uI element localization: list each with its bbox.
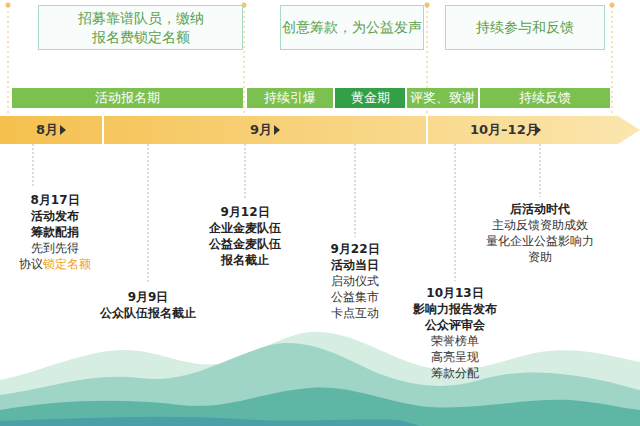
timeline-arrow: 8月 9月 10月–12月 [0, 116, 640, 144]
mountain-back [0, 332, 640, 426]
month-separator [102, 116, 104, 144]
mountain-front [0, 388, 640, 426]
month-separator [426, 116, 428, 144]
milestone-group: 9月12日 企业金麦队伍 公益金麦队伍 报名截止 [203, 204, 287, 268]
phase-divider [611, 6, 612, 116]
phase-band: 活动报名期 [12, 88, 243, 108]
divider-dot [610, 3, 615, 8]
arrow-body [0, 116, 640, 144]
divider-dot [425, 3, 430, 8]
milestone-group: 10月13日 影响力报告发布 公众评审会荣誉榜单 高亮呈现 筹款分配 [410, 285, 500, 381]
milestone-title: 后活动时代 [482, 201, 598, 217]
month-label: 10月–12月 [470, 122, 539, 138]
month-pointer [535, 125, 541, 135]
phase-band: 持续反馈 [480, 88, 610, 108]
phase-band: 评奖、致谢 [407, 88, 478, 108]
phase-goal-box: 招募靠谱队员，缴纳 报名费锁定名额 [38, 5, 243, 50]
month-label: 8月 [36, 122, 58, 138]
goal-text: 创意筹款，为公益发声 [282, 18, 422, 37]
phase-label: 黄金期 [351, 89, 390, 107]
phase-goal-box: 持续参与和反馈 [445, 5, 605, 50]
milestone-title: 9月9日 公众队伍报名截止 [96, 289, 200, 321]
month-pointer [60, 125, 66, 135]
leader-line [355, 144, 356, 237]
month-label: 9月 [250, 122, 272, 138]
leader-line [455, 144, 456, 281]
leader-line [540, 144, 541, 197]
phase-divider [7, 6, 8, 116]
milestone-title: 8月17日 活动发布 筹款配捐 [14, 192, 96, 240]
leader-line [245, 144, 246, 200]
milestone-group: 8月17日 活动发布 筹款配捐先到先得 协议锁定名额 [14, 192, 96, 272]
milestone-group: 后活动时代主动反馈资助成效 量化企业公益影响力 资助 [482, 201, 598, 265]
milestone-note: 启动仪式 公益集市 卡点互动 [331, 274, 379, 320]
mountain-base [0, 417, 420, 426]
phase-label: 评奖、致谢 [410, 89, 475, 107]
divider-dot [6, 3, 11, 8]
goal-text: 招募靠谱队员，缴纳 报名费锁定名额 [70, 9, 212, 47]
phase-band: 黄金期 [335, 88, 405, 108]
milestone-note: 荣誉榜单 高亮呈现 筹款分配 [431, 334, 479, 380]
leader-line [148, 144, 149, 284]
milestone-group: 9月22日 活动当日启动仪式 公益集市 卡点互动 [323, 241, 387, 321]
mountain-mid [0, 343, 640, 426]
arrow-shape [0, 116, 640, 144]
goal-text: 持续参与和反馈 [476, 18, 574, 37]
milestone-title: 9月22日 活动当日 [323, 241, 387, 273]
milestone-group: 9月9日 公众队伍报名截止 [96, 289, 200, 321]
milestone-title: 10月13日 影响力报告发布 公众评审会 [410, 285, 500, 333]
phase-goal-box: 创意筹款，为公益发声 [280, 5, 424, 50]
milestone-note: 锁定名额 [43, 257, 91, 271]
milestone-title: 9月12日 企业金麦队伍 公益金麦队伍 报名截止 [203, 204, 287, 268]
phase-divider [243, 6, 244, 116]
phase-label: 持续反馈 [519, 89, 571, 107]
leader-line [33, 144, 34, 188]
milestone-note: 主动反馈资助成效 量化企业公益影响力 资助 [486, 218, 594, 264]
month-pointer [274, 125, 280, 135]
phase-label: 持续引爆 [264, 89, 316, 107]
phase-band: 持续引爆 [247, 88, 333, 108]
phase-label: 活动报名期 [95, 89, 160, 107]
